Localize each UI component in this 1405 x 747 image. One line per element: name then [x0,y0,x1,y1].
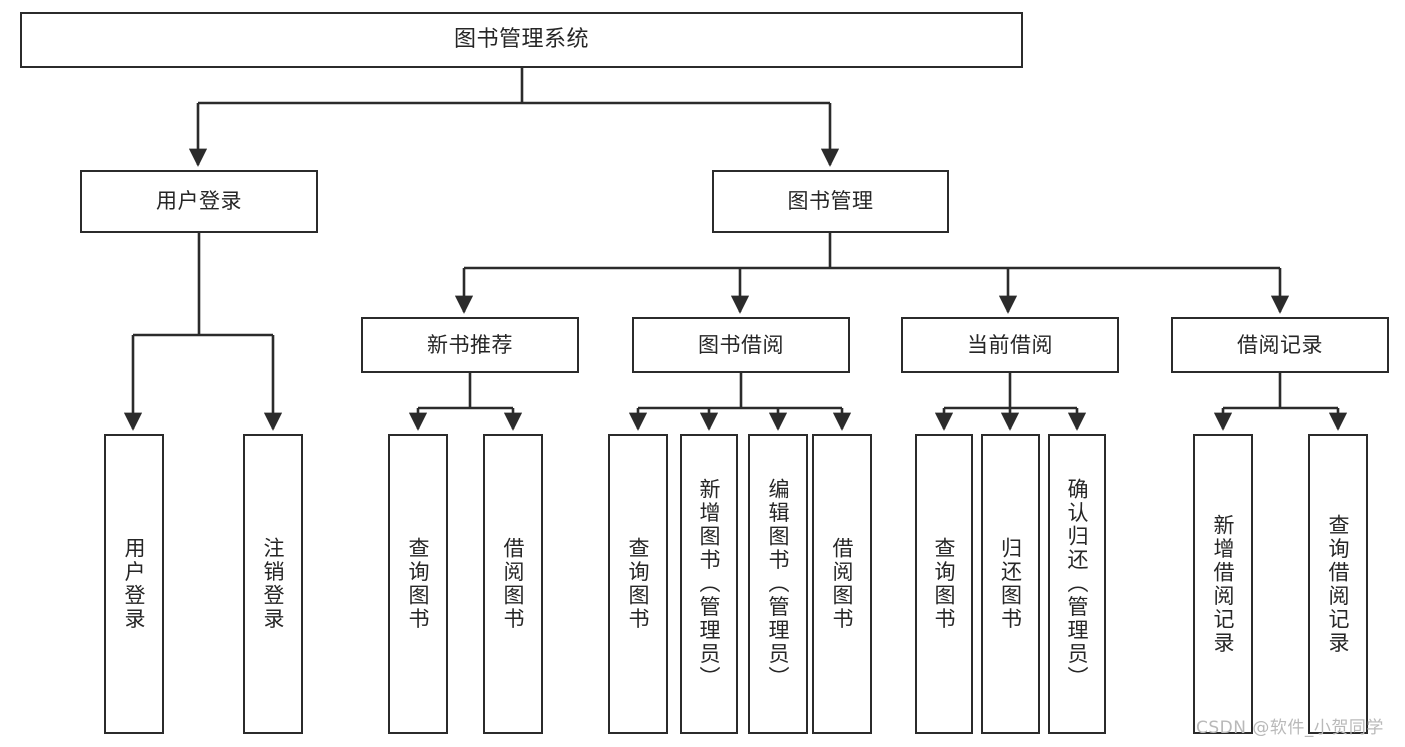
node-book-management-label: 图书管理 [787,189,874,214]
csdn-watermark: CSDN @软件_小贺同学 [1196,718,1384,738]
node-book-borrow-label: 图书借阅 [698,332,784,357]
node-book-borrow[interactable]: 图书借阅 [632,317,850,373]
node-current-borrow[interactable]: 当前借阅 [901,317,1119,373]
leaf-query-book-current-label: 查询图书 [932,537,957,631]
leaf-borrow-book[interactable]: 借阅图书 [812,434,872,734]
leaf-borrow-book-label: 借阅图书 [830,537,855,631]
leaf-borrow-book-new-label: 借阅图书 [501,537,526,631]
leaf-confirm-return-admin[interactable]: 确认归还（管理员） [1048,434,1106,734]
leaf-add-borrow-record-label: 新增借阅记录 [1211,513,1236,655]
leaf-query-book-new-label: 查询图书 [406,537,431,631]
leaf-edit-book-admin-label: 编辑图书（管理员） [766,478,791,690]
leaf-edit-book-admin[interactable]: 编辑图书（管理员） [748,434,808,734]
node-user-login[interactable]: 用户登录 [80,170,318,233]
node-root-label: 图书管理系统 [453,27,589,53]
leaf-query-book-borrow[interactable]: 查询图书 [608,434,668,734]
leaf-logout-label: 注销登录 [261,537,286,631]
node-new-book-recommend-label: 新书推荐 [427,332,513,357]
node-current-borrow-label: 当前借阅 [967,332,1053,357]
leaf-return-book[interactable]: 归还图书 [981,434,1040,734]
leaf-borrow-book-new[interactable]: 借阅图书 [483,434,543,734]
leaf-user-login[interactable]: 用户登录 [104,434,164,734]
leaf-query-borrow-record[interactable]: 查询借阅记录 [1308,434,1368,734]
node-borrow-records[interactable]: 借阅记录 [1171,317,1389,373]
leaf-add-borrow-record[interactable]: 新增借阅记录 [1193,434,1253,734]
leaf-return-book-label: 归还图书 [998,537,1023,631]
node-borrow-records-label: 借阅记录 [1237,332,1323,357]
leaf-confirm-return-admin-label: 确认归还（管理员） [1065,478,1090,690]
leaf-query-borrow-record-label: 查询借阅记录 [1326,513,1351,655]
leaf-add-book-admin-label: 新增图书（管理员） [697,478,722,690]
node-root[interactable]: 图书管理系统 [20,12,1023,68]
leaf-user-login-label: 用户登录 [122,537,147,631]
leaf-query-book-borrow-label: 查询图书 [626,537,651,631]
leaf-query-book-new[interactable]: 查询图书 [388,434,448,734]
node-user-login-label: 用户登录 [156,189,242,214]
leaf-add-book-admin[interactable]: 新增图书（管理员） [680,434,738,734]
leaf-logout[interactable]: 注销登录 [243,434,303,734]
node-new-book-recommend[interactable]: 新书推荐 [361,317,579,373]
leaf-query-book-current[interactable]: 查询图书 [915,434,973,734]
node-book-management[interactable]: 图书管理 [712,170,949,233]
